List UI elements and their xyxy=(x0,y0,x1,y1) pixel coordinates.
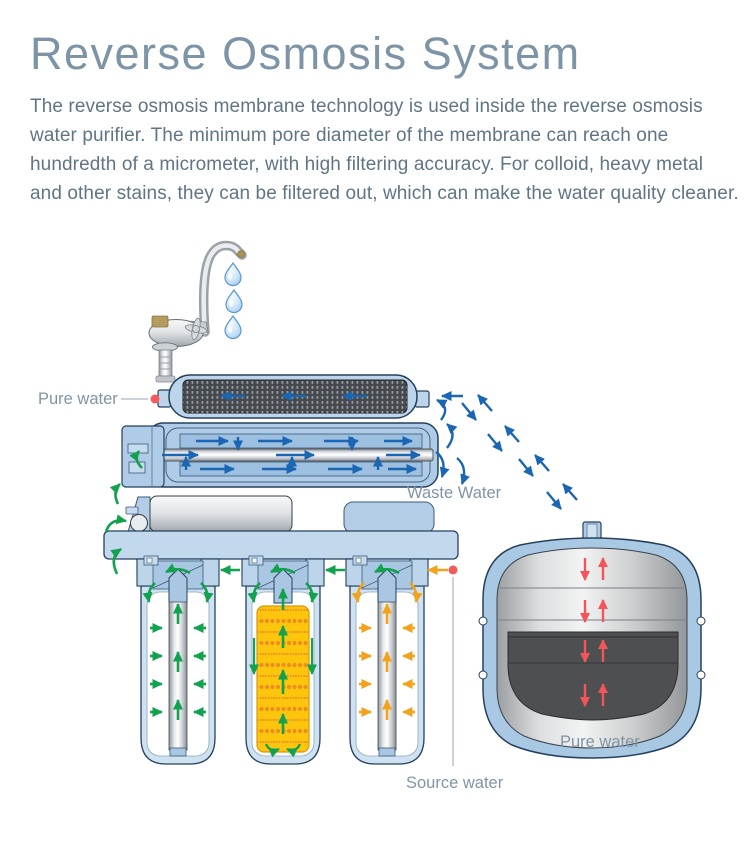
membrane-end-cap xyxy=(121,425,165,488)
tank-bladder xyxy=(507,631,679,721)
waste-water-label: Waste Water xyxy=(407,484,502,502)
page-title: Reverse Osmosis System xyxy=(30,28,581,79)
red-flow-arrows xyxy=(580,557,608,707)
faucet-brass-nut xyxy=(151,315,169,328)
filter3-core-tube xyxy=(377,601,397,751)
pressure-storage-tank xyxy=(478,521,706,759)
callout-source-water: Source water xyxy=(406,565,504,792)
blue-flow-arrows xyxy=(162,391,578,510)
water-drop-icons xyxy=(224,262,243,340)
intro-paragraph: The reverse osmosis membrane technology … xyxy=(30,92,745,208)
source-water-label: Source water xyxy=(406,774,504,792)
pure-water-callout-dot xyxy=(150,394,160,404)
filter1-core-tube xyxy=(168,601,188,751)
intro-line-1: The reverse osmosis membrane technology … xyxy=(30,96,703,117)
faucet-tip xyxy=(237,250,245,258)
orange-flow-arrows xyxy=(351,565,448,720)
pump-inlet-fitting xyxy=(130,514,148,532)
callout-pure-water-outlet: Pure water xyxy=(38,390,160,408)
intro-line-3: hundredth of a micrometer, with high fil… xyxy=(30,154,704,175)
pump-cylinder xyxy=(125,495,293,533)
mounting-bracket xyxy=(103,530,459,560)
pure-water-label: Pure water xyxy=(38,390,118,408)
intro-line-4: and other stains, they can be filtered o… xyxy=(30,183,739,204)
faucet xyxy=(148,240,247,383)
source-water-callout-dot xyxy=(448,565,458,575)
tank-pure-water-label: Pure water xyxy=(560,733,640,751)
green-flow-arrows xyxy=(104,450,400,758)
faucet-handle xyxy=(184,317,208,341)
manifold-block xyxy=(343,501,435,534)
intro-line-2: water purifier. The minimum pore diamete… xyxy=(30,125,669,146)
